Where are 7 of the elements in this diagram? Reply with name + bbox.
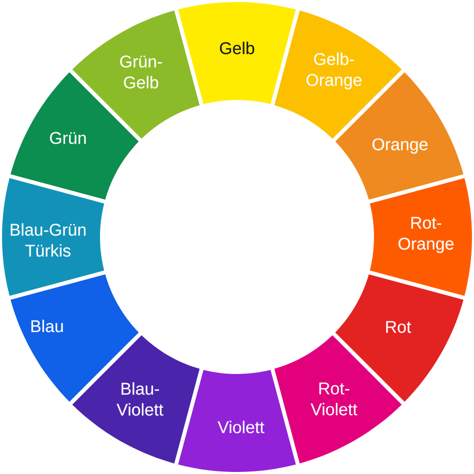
wheel-segment: Rot-Violett xyxy=(274,335,402,464)
wheel-segment: Blau-Grün Türkis xyxy=(2,178,104,296)
wheel-segment: Blau-Violett xyxy=(72,335,200,464)
wheel-segment: Gelb xyxy=(178,2,296,104)
wheel-segment: Violett xyxy=(178,370,296,472)
wheel-segment: Rot-Orange xyxy=(370,178,472,296)
wheel-segment: Gelb-Orange xyxy=(274,10,402,139)
